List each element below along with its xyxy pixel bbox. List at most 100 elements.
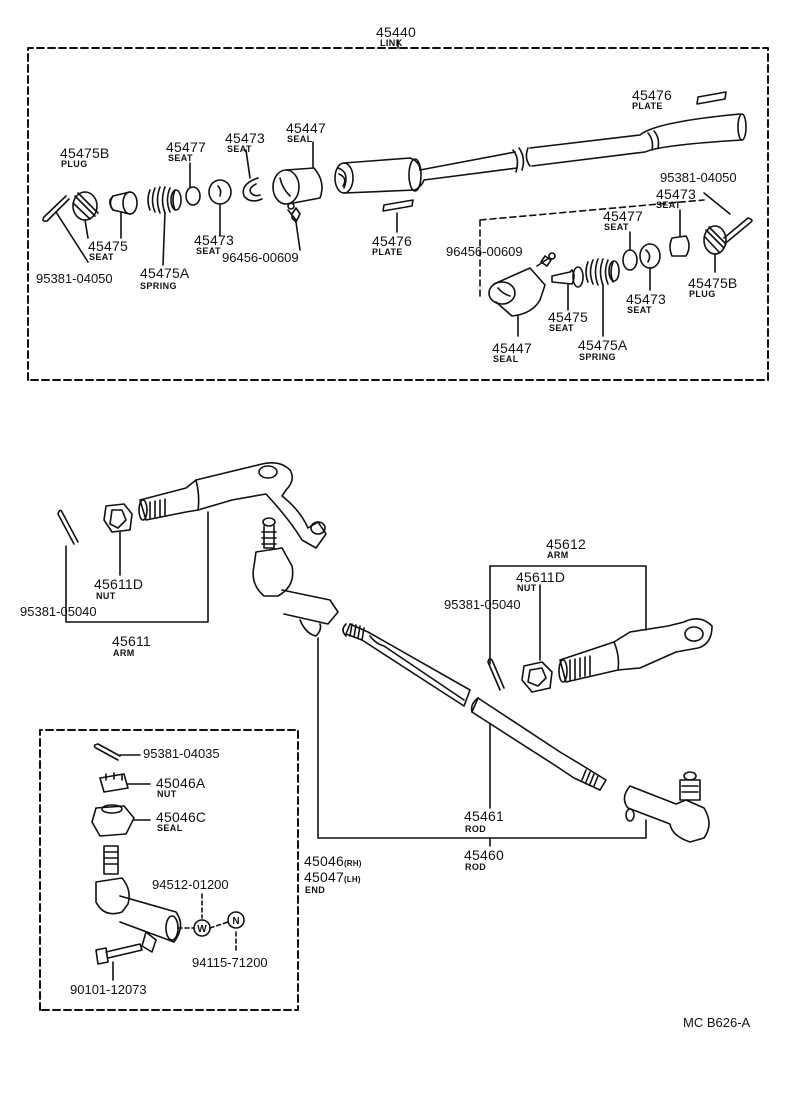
part-name: SEAT (656, 200, 681, 210)
grease-fitting-icon (287, 202, 301, 223)
washer-marker-label: W (197, 924, 207, 935)
tie-rod-end-icon (623, 771, 710, 843)
part-name: PLUG (689, 289, 716, 299)
steering-arm-icon (138, 462, 327, 549)
washer-leader (177, 893, 237, 951)
plate-icon (382, 91, 727, 212)
washer-marker (193, 919, 211, 937)
arm-bracket-line (489, 565, 647, 631)
seal-socket-icon (488, 267, 546, 317)
seal-boot-icon (91, 804, 135, 837)
castle-nut-icon (103, 503, 133, 533)
part-name: ROD (465, 862, 487, 872)
part-name: ARM (113, 648, 135, 658)
nut-marker (227, 911, 245, 929)
part-number: 45475A (140, 265, 190, 281)
part-number: 45475 (548, 309, 588, 325)
castle-nut-icon (521, 661, 553, 693)
part-ref: 94512-01200 (152, 877, 229, 892)
leader-line (703, 192, 731, 215)
part-name: PLATE (632, 101, 663, 111)
grease-fitting-icon (536, 252, 556, 267)
link-group-frame (27, 47, 769, 381)
part-number: 45473 (194, 232, 234, 248)
leader-line (245, 149, 251, 179)
part-number: 45476 (632, 87, 672, 103)
part-name: SEAT (604, 222, 629, 232)
part-ref: 96456-00609 (446, 244, 523, 259)
side-tag: (LH) (343, 875, 361, 884)
part-number: 45460 (464, 847, 504, 863)
leader-line (162, 211, 166, 266)
part-number: 45461 (464, 808, 504, 824)
part-number: 45477 (166, 139, 206, 155)
part-name: SEAL (287, 134, 313, 144)
leader-line (295, 221, 301, 251)
part-name: PLATE (372, 247, 403, 257)
seal-socket-icon (272, 167, 323, 205)
part-name: SPRING (140, 281, 177, 291)
part-name: ROD (465, 824, 487, 834)
part-name: SEAL (493, 354, 519, 364)
cup-seat-icon (639, 243, 661, 269)
side-tag: (RH) (343, 859, 362, 868)
part-ref: 95381-04035 (143, 746, 220, 761)
tie-rod-tube-icon (342, 623, 607, 791)
part-number: 45473 (626, 291, 666, 307)
cup-seat-icon (669, 235, 690, 257)
rod-bracket-line (317, 637, 647, 839)
part-name: PLUG (61, 159, 88, 169)
seat-mushroom-icon (551, 266, 584, 288)
part-number: 45440 (376, 24, 416, 40)
part-ref: 90101-12073 (70, 982, 147, 997)
tie-rod-end-icon (95, 845, 182, 953)
part-number: 45475A (578, 337, 628, 353)
nut-marker-label: N (232, 916, 239, 927)
part-name: SEAT (227, 144, 252, 154)
part-number: 45473 (225, 130, 265, 146)
part-ref: 95381-04050 (660, 170, 737, 185)
part-number: 45046A (156, 775, 206, 791)
part-ref: 95381-05040 (444, 597, 521, 612)
ring-seat-icon (622, 249, 638, 271)
part-number: 45611D (94, 576, 144, 592)
cotter-pin-icon (723, 217, 753, 243)
part-number: 45047 (304, 869, 344, 885)
cotter-pin-icon (57, 509, 79, 545)
end-group-frame (39, 729, 299, 1011)
part-number: 45046 (304, 853, 344, 869)
castle-nut-icon (99, 772, 129, 793)
part-name: ARM (547, 550, 569, 560)
spring-icon (147, 186, 182, 214)
tie-rod-end-icon (252, 517, 339, 637)
figure-code: MC B626-A (683, 1015, 751, 1030)
part-number: 45476 (372, 233, 412, 249)
leader-line (55, 211, 89, 263)
part-number: 45477 (603, 208, 643, 224)
part-number: 45447 (286, 120, 326, 136)
part-name: SEAT (196, 246, 221, 256)
part-number: 45447 (492, 340, 532, 356)
part-name: SEAL (157, 823, 183, 833)
part-name: SEAT (549, 323, 574, 333)
part-number: 45611 (112, 633, 151, 649)
right-subassembly-frame (479, 199, 705, 301)
arm-bracket-line (65, 511, 209, 623)
bolt-icon (95, 943, 143, 965)
cotter-pin-icon (487, 658, 505, 691)
part-name: SEAT (627, 305, 652, 315)
part-name: NUT (157, 789, 177, 799)
part-number: 45473 (656, 186, 696, 202)
part-number: 45475B (60, 145, 110, 161)
part-name: SPRING (579, 352, 616, 362)
part-ref: 95381-04050 (36, 271, 113, 286)
leader-line (84, 219, 89, 239)
part-number-lh: 45047(LH) (304, 870, 361, 887)
cup-seat-icon (208, 179, 232, 205)
ring-seat-icon (185, 186, 201, 206)
cotter-pin-icon (42, 195, 70, 222)
plug-icon (72, 191, 99, 221)
spring-icon (585, 258, 620, 286)
part-ref: 95381-05040 (20, 604, 97, 619)
